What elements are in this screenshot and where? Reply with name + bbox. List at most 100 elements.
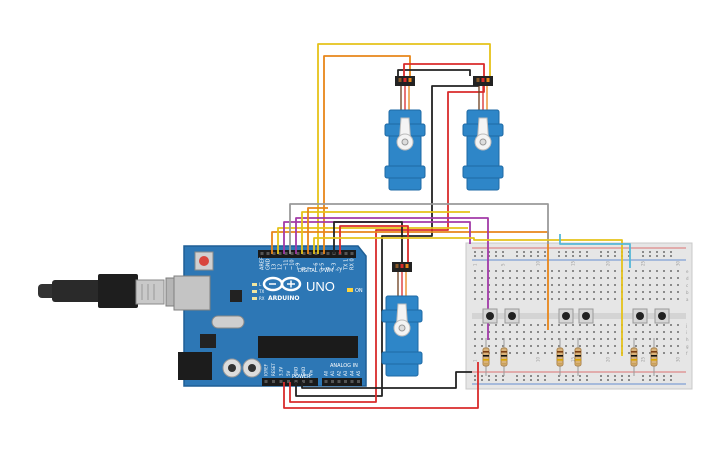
rail-hole[interactable]	[628, 251, 630, 253]
terminal-hole[interactable]	[537, 338, 539, 340]
terminal-hole[interactable]	[558, 331, 560, 333]
terminal-hole[interactable]	[614, 284, 616, 286]
terminal-hole[interactable]	[572, 270, 574, 272]
digital-pin-socket[interactable]	[302, 252, 306, 255]
rail-hole[interactable]	[656, 379, 658, 381]
power-pin-socket[interactable]	[287, 380, 290, 383]
terminal-hole[interactable]	[474, 277, 476, 279]
terminal-hole[interactable]	[663, 270, 665, 272]
rail-hole[interactable]	[586, 251, 588, 253]
digital-pin-socket[interactable]	[296, 252, 300, 255]
rail-hole[interactable]	[600, 251, 602, 253]
terminal-hole[interactable]	[523, 338, 525, 340]
terminal-hole[interactable]	[551, 345, 553, 347]
terminal-hole[interactable]	[670, 277, 672, 279]
rail-hole[interactable]	[481, 255, 483, 257]
terminal-hole[interactable]	[677, 352, 679, 354]
terminal-hole[interactable]	[656, 345, 658, 347]
terminal-hole[interactable]	[509, 284, 511, 286]
terminal-hole[interactable]	[544, 324, 546, 326]
rail-hole[interactable]	[607, 379, 609, 381]
rail-hole[interactable]	[607, 251, 609, 253]
terminal-hole[interactable]	[635, 298, 637, 300]
terminal-hole[interactable]	[649, 284, 651, 286]
terminal-hole[interactable]	[593, 352, 595, 354]
terminal-hole[interactable]	[502, 338, 504, 340]
rail-hole[interactable]	[558, 251, 560, 253]
terminal-hole[interactable]	[551, 338, 553, 340]
terminal-hole[interactable]	[586, 345, 588, 347]
rail-hole[interactable]	[656, 251, 658, 253]
terminal-hole[interactable]	[593, 277, 595, 279]
rail-hole[interactable]	[600, 375, 602, 377]
digital-pin-socket[interactable]	[290, 252, 294, 255]
terminal-hole[interactable]	[586, 324, 588, 326]
terminal-hole[interactable]	[593, 291, 595, 293]
terminal-hole[interactable]	[677, 324, 679, 326]
terminal-hole[interactable]	[600, 270, 602, 272]
terminal-hole[interactable]	[607, 324, 609, 326]
terminal-hole[interactable]	[565, 345, 567, 347]
wire-servo3-power[interactable]	[339, 225, 409, 262]
power-pin-socket[interactable]	[264, 380, 268, 383]
wire-ground-to-board[interactable]	[295, 76, 479, 397]
terminal-hole[interactable]	[635, 331, 637, 333]
rail-hole[interactable]	[649, 251, 651, 253]
rail-hole[interactable]	[621, 379, 623, 381]
terminal-hole[interactable]	[516, 324, 518, 326]
analog-pin-socket[interactable]	[324, 380, 328, 383]
rail-hole[interactable]	[579, 255, 581, 257]
terminal-hole[interactable]	[474, 270, 476, 272]
terminal-hole[interactable]	[502, 284, 504, 286]
terminal-hole[interactable]	[579, 345, 581, 347]
terminal-hole[interactable]	[642, 291, 644, 293]
rail-hole[interactable]	[516, 375, 518, 377]
terminal-hole[interactable]	[495, 345, 497, 347]
button-cap[interactable]	[486, 312, 494, 320]
terminal-hole[interactable]	[565, 331, 567, 333]
terminal-hole[interactable]	[481, 270, 483, 272]
rail-hole[interactable]	[565, 379, 567, 381]
terminal-hole[interactable]	[481, 331, 483, 333]
terminal-hole[interactable]	[586, 277, 588, 279]
analog-pin-socket[interactable]	[357, 380, 360, 383]
terminal-hole[interactable]	[642, 298, 644, 300]
terminal-hole[interactable]	[509, 270, 511, 272]
terminal-hole[interactable]	[516, 291, 518, 293]
rail-hole[interactable]	[565, 255, 567, 257]
rail-hole[interactable]	[579, 251, 581, 253]
terminal-hole[interactable]	[635, 345, 637, 347]
terminal-hole[interactable]	[488, 284, 490, 286]
power-pin-socket[interactable]	[302, 380, 305, 383]
terminal-hole[interactable]	[642, 284, 644, 286]
terminal-hole[interactable]	[495, 352, 497, 354]
terminal-hole[interactable]	[677, 298, 679, 300]
analog-pin-socket[interactable]	[331, 380, 334, 383]
terminal-hole[interactable]	[607, 277, 609, 279]
terminal-hole[interactable]	[551, 298, 553, 300]
resistor[interactable]	[500, 338, 508, 376]
button-cap[interactable]	[636, 312, 644, 320]
terminal-hole[interactable]	[544, 345, 546, 347]
terminal-hole[interactable]	[593, 338, 595, 340]
terminal-hole[interactable]	[488, 324, 490, 326]
terminal-hole[interactable]	[614, 291, 616, 293]
terminal-hole[interactable]	[558, 345, 560, 347]
terminal-hole[interactable]	[649, 298, 651, 300]
wire-pin-to-button[interactable]	[307, 207, 328, 254]
terminal-hole[interactable]	[530, 352, 532, 354]
terminal-hole[interactable]	[635, 338, 637, 340]
rail-hole[interactable]	[516, 379, 518, 381]
terminal-hole[interactable]	[572, 291, 574, 293]
terminal-hole[interactable]	[642, 345, 644, 347]
rail-hole[interactable]	[530, 255, 532, 257]
rail-hole[interactable]	[572, 379, 574, 381]
rail-hole[interactable]	[474, 375, 476, 377]
terminal-hole[interactable]	[558, 270, 560, 272]
terminal-hole[interactable]	[670, 331, 672, 333]
terminal-hole[interactable]	[474, 291, 476, 293]
rail-hole[interactable]	[628, 375, 630, 377]
terminal-hole[interactable]	[593, 284, 595, 286]
terminal-hole[interactable]	[579, 284, 581, 286]
terminal-hole[interactable]	[607, 352, 609, 354]
